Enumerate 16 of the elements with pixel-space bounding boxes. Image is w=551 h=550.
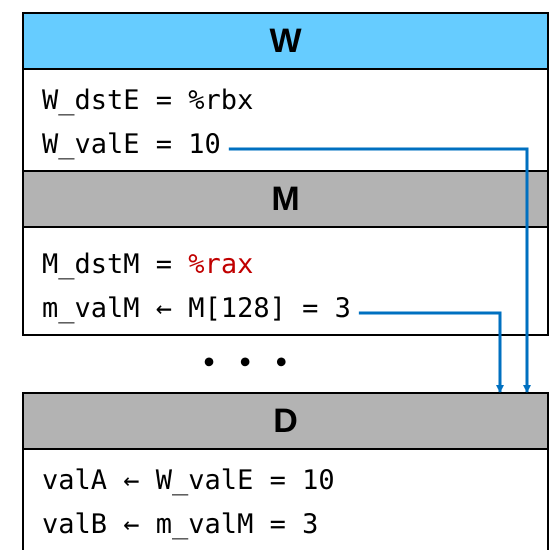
code-line: W_valE = 10: [42, 128, 221, 162]
stage-header: M: [24, 172, 547, 228]
arrow: [228, 148, 531, 393]
ellipsis-dots: • • •: [200, 346, 290, 381]
register-value: %rax: [187, 249, 254, 280]
code-line: m_valM ← M[128] = 3: [42, 292, 351, 326]
arrow: [358, 312, 504, 393]
code-text: M_dstM =: [42, 249, 172, 280]
stage-box: [22, 392, 549, 550]
stage-box: [22, 12, 549, 172]
code-line: W_dstE = %rbx: [42, 84, 254, 118]
stage-box: [22, 170, 549, 336]
code-line: valA ← W_valE = 10: [42, 464, 335, 498]
stage-header: D: [24, 394, 547, 450]
stage-header: W: [24, 14, 547, 70]
code-line: valB ← m_valM = 3: [42, 508, 318, 542]
